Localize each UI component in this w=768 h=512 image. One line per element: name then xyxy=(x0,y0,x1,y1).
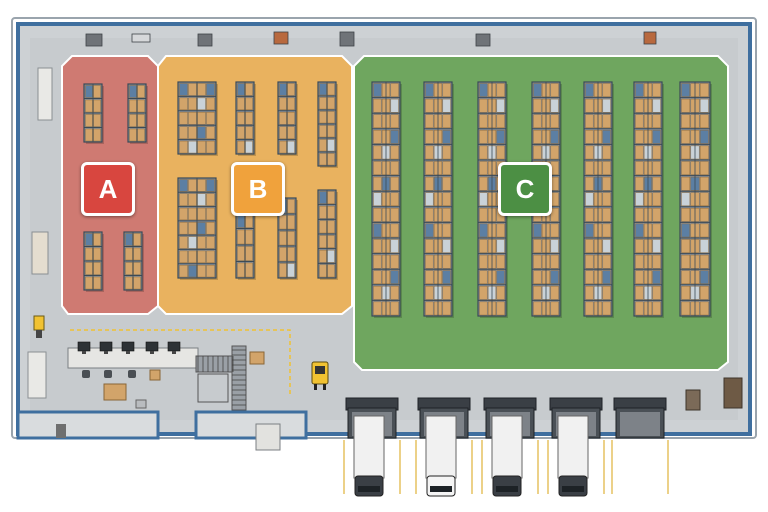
bottom-office-walls xyxy=(16,410,308,451)
zone-a-racks xyxy=(83,83,148,292)
wall-unit xyxy=(475,33,491,47)
storage-rack xyxy=(277,81,298,156)
storage-rack xyxy=(317,81,338,168)
storage-rack xyxy=(235,81,256,156)
storage-rack xyxy=(177,177,218,280)
zone-b-label: B xyxy=(231,162,285,216)
carton-stack xyxy=(149,369,161,381)
zone-a-label: A xyxy=(81,162,135,216)
storage-rack xyxy=(371,81,402,318)
wall-cabinet xyxy=(31,231,49,275)
pallet-jack-icon xyxy=(33,315,45,338)
wall-unit xyxy=(339,31,355,47)
workstation-icon xyxy=(167,341,181,354)
workstation-icon xyxy=(121,341,135,354)
pallet-stack xyxy=(685,377,743,411)
conveyor-icon xyxy=(195,345,247,411)
wall-cabinet xyxy=(37,67,53,121)
storage-rack xyxy=(583,81,614,318)
truck-icon xyxy=(491,415,523,497)
truck-icon xyxy=(353,415,385,497)
workstation-icon xyxy=(77,341,91,354)
storage-rack xyxy=(83,83,104,144)
zone-c-racks xyxy=(371,81,712,318)
loading-docks xyxy=(343,397,669,497)
wall-unit xyxy=(131,33,151,43)
storage-rack xyxy=(317,189,338,280)
storage-rack xyxy=(123,231,144,292)
zone-c-label: C xyxy=(498,162,552,216)
wall-cabinet xyxy=(27,351,47,399)
guard-booth xyxy=(255,423,281,451)
wall-unit xyxy=(197,33,213,47)
zone-b-racks xyxy=(177,81,338,280)
wall-unit xyxy=(643,31,657,45)
workstation-icon xyxy=(99,341,113,354)
small-crate xyxy=(135,399,147,409)
storage-rack xyxy=(633,81,664,318)
left-wall-equipment xyxy=(27,67,53,399)
wall-unit xyxy=(273,31,289,45)
packing-area xyxy=(67,329,291,411)
storage-rack xyxy=(679,81,712,318)
storage-rack xyxy=(127,83,148,144)
storage-rack xyxy=(177,81,218,156)
forklift-icon xyxy=(311,361,329,390)
storage-rack xyxy=(423,81,454,318)
carton-stack xyxy=(103,383,127,401)
storage-rack xyxy=(83,231,104,292)
storage-rack xyxy=(235,211,256,280)
truck-icon xyxy=(557,415,589,497)
top-wall-units xyxy=(85,31,657,47)
workstation-icon xyxy=(145,341,159,354)
loading-bay xyxy=(611,397,669,494)
truck-icon xyxy=(425,415,457,497)
carton-stack xyxy=(249,351,265,365)
wall-unit xyxy=(85,33,103,47)
